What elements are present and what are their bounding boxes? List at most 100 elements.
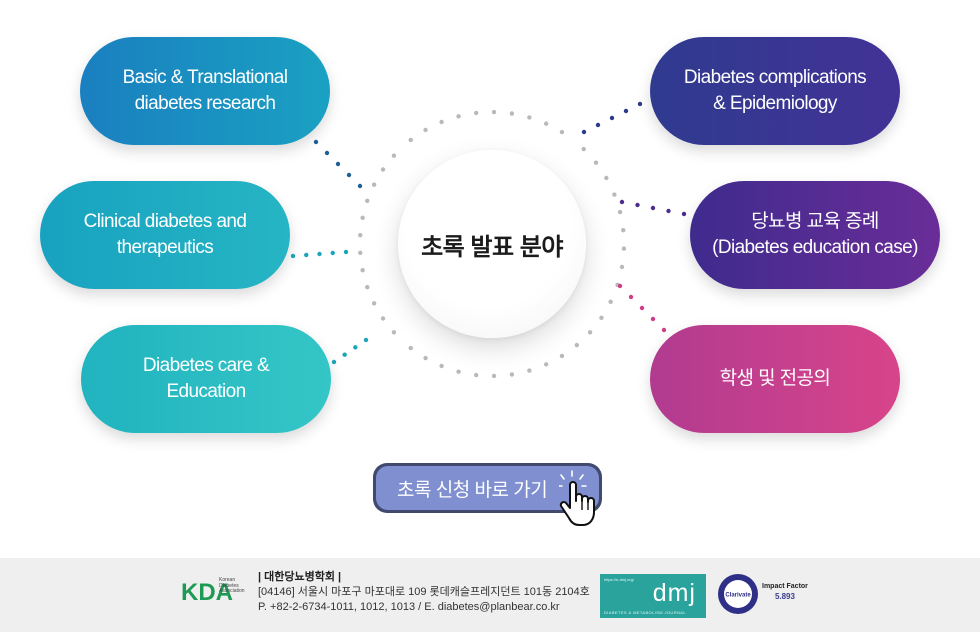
connector-dot <box>527 368 532 373</box>
connector-dot <box>360 215 365 220</box>
connector-dot <box>593 160 599 165</box>
kda-full-name: Korean Diabetes Association <box>219 577 245 595</box>
connector-dot <box>681 211 687 217</box>
connector-dot <box>360 268 365 273</box>
impact-factor: Impact Factor 5.893 <box>762 582 808 602</box>
footer-address-block: | 대한당뇨병학회 | [04146] 서울시 마포구 마포대로 109 롯데캐… <box>258 570 590 615</box>
connector-dot <box>371 182 377 187</box>
connector-dot <box>635 202 640 208</box>
connector-dot <box>473 110 479 116</box>
connector-dot <box>342 352 347 357</box>
footer: KDA Korean Diabetes Association | 대한당뇨병학… <box>0 558 980 632</box>
center-circle: 초록 발표 분야 <box>398 150 586 338</box>
dmj-url: https://e-dmj.org/ <box>604 577 635 582</box>
dmj-logo-text: dmj <box>652 579 696 607</box>
connector-dot <box>380 167 386 172</box>
kda-name-line-3: Association <box>219 588 245 594</box>
connector-dot <box>612 192 617 197</box>
center-title: 초록 발표 분야 <box>421 233 563 261</box>
connector-dot <box>290 253 296 259</box>
connector-dot <box>456 369 461 374</box>
connector-dot <box>623 108 629 114</box>
connector-dot <box>365 284 370 290</box>
footer-contact[interactable]: P. +82-2-6734-1011, 1012, 1013 / E. diab… <box>258 601 560 613</box>
connector-dot <box>363 337 369 343</box>
connector-dot <box>473 372 479 378</box>
connector-dot <box>365 198 370 204</box>
connector-dot <box>617 209 623 215</box>
connector-dot <box>456 114 461 119</box>
connector-dot <box>380 316 386 321</box>
connector-dot <box>637 101 643 107</box>
connector-dot <box>595 122 601 128</box>
connector-dot <box>317 251 322 257</box>
connector-dot <box>346 172 352 178</box>
kda-name-line-2: Diabetes <box>219 582 239 589</box>
connector-dot <box>639 305 645 311</box>
connector-dot <box>621 228 626 233</box>
clarivate-badge-icon: Clarivate <box>718 574 758 614</box>
pill-education-case: 당뇨병 교육 증례 (Diabetes education case) <box>690 181 940 289</box>
connector-dot <box>543 362 549 367</box>
connector-dot <box>617 283 623 289</box>
footer-org-name: | 대한당뇨병학회 | <box>258 571 342 583</box>
pointer-hand-icon <box>559 470 595 526</box>
kda-logo-letters: KDA <box>181 579 233 606</box>
dotted-connectors <box>290 101 687 379</box>
connector-dot <box>661 327 667 333</box>
connector-dot <box>324 150 330 156</box>
connector-dot <box>353 345 358 350</box>
diagram-stage: Basic & Translational diabetes research … <box>40 37 940 526</box>
pill-care-education: Diabetes care & Education <box>81 325 331 433</box>
impact-factor-value: 5.893 <box>774 592 795 601</box>
connector-dot <box>491 373 497 379</box>
pill-basic-translational: Basic & Translational diabetes research <box>80 37 330 145</box>
connector-dot <box>439 119 444 125</box>
connector-dot <box>331 359 337 365</box>
connector-dot <box>609 115 615 121</box>
connector-dot <box>357 183 363 189</box>
connector-dot <box>621 246 627 251</box>
connector-dot <box>619 199 625 205</box>
connector-dot <box>604 175 609 181</box>
connector-dot <box>581 129 587 135</box>
connector-dot <box>650 316 656 322</box>
connector-dot <box>608 299 613 305</box>
connector-dot <box>509 372 515 377</box>
kda-name-line-1: Korean <box>219 577 236 583</box>
connector-dot <box>599 315 604 321</box>
connector-dot <box>358 233 363 238</box>
connector-dot <box>628 294 634 300</box>
connector-dot <box>543 121 549 126</box>
dmj-journal-logo[interactable]: https://e-dmj.org/ dmj DIABETES & METABO… <box>600 574 706 618</box>
connector-dot <box>619 264 625 270</box>
connector-dot <box>423 355 428 361</box>
pill-clinical-therapeutics: Clinical diabetes and therapeutics <box>40 181 290 289</box>
pill-students-residents: 학생 및 전공의 <box>650 325 900 433</box>
connector-dot <box>491 109 497 115</box>
pill-complications-epidemiology: Diabetes complications & Epidemiology <box>650 37 900 145</box>
connector-dot <box>313 139 319 145</box>
connector-dot <box>439 363 444 369</box>
connector-dot <box>509 111 515 116</box>
kda-logo-icon: KDA <box>181 579 233 606</box>
connector-dot <box>650 205 656 211</box>
connector-dot <box>408 345 413 351</box>
connector-dot <box>335 161 341 167</box>
impact-factor-label: Impact Factor <box>762 583 808 590</box>
connector-dot <box>527 115 532 120</box>
dmj-subtitle: DIABETES & METABOLISM JOURNAL <box>604 610 686 615</box>
connector-dot <box>666 208 671 214</box>
connector-dot <box>423 127 428 133</box>
connector-dot <box>408 137 413 143</box>
connector-dot <box>391 330 397 335</box>
connector-dot <box>581 146 586 152</box>
connector-dot <box>574 342 580 348</box>
connector-dot <box>587 330 593 335</box>
connector-dot <box>391 153 397 158</box>
connector-dot <box>371 301 377 306</box>
connector-dot <box>330 250 335 256</box>
connector-dot <box>358 250 363 255</box>
connector-dot <box>343 249 349 255</box>
connector-dot <box>559 129 565 135</box>
